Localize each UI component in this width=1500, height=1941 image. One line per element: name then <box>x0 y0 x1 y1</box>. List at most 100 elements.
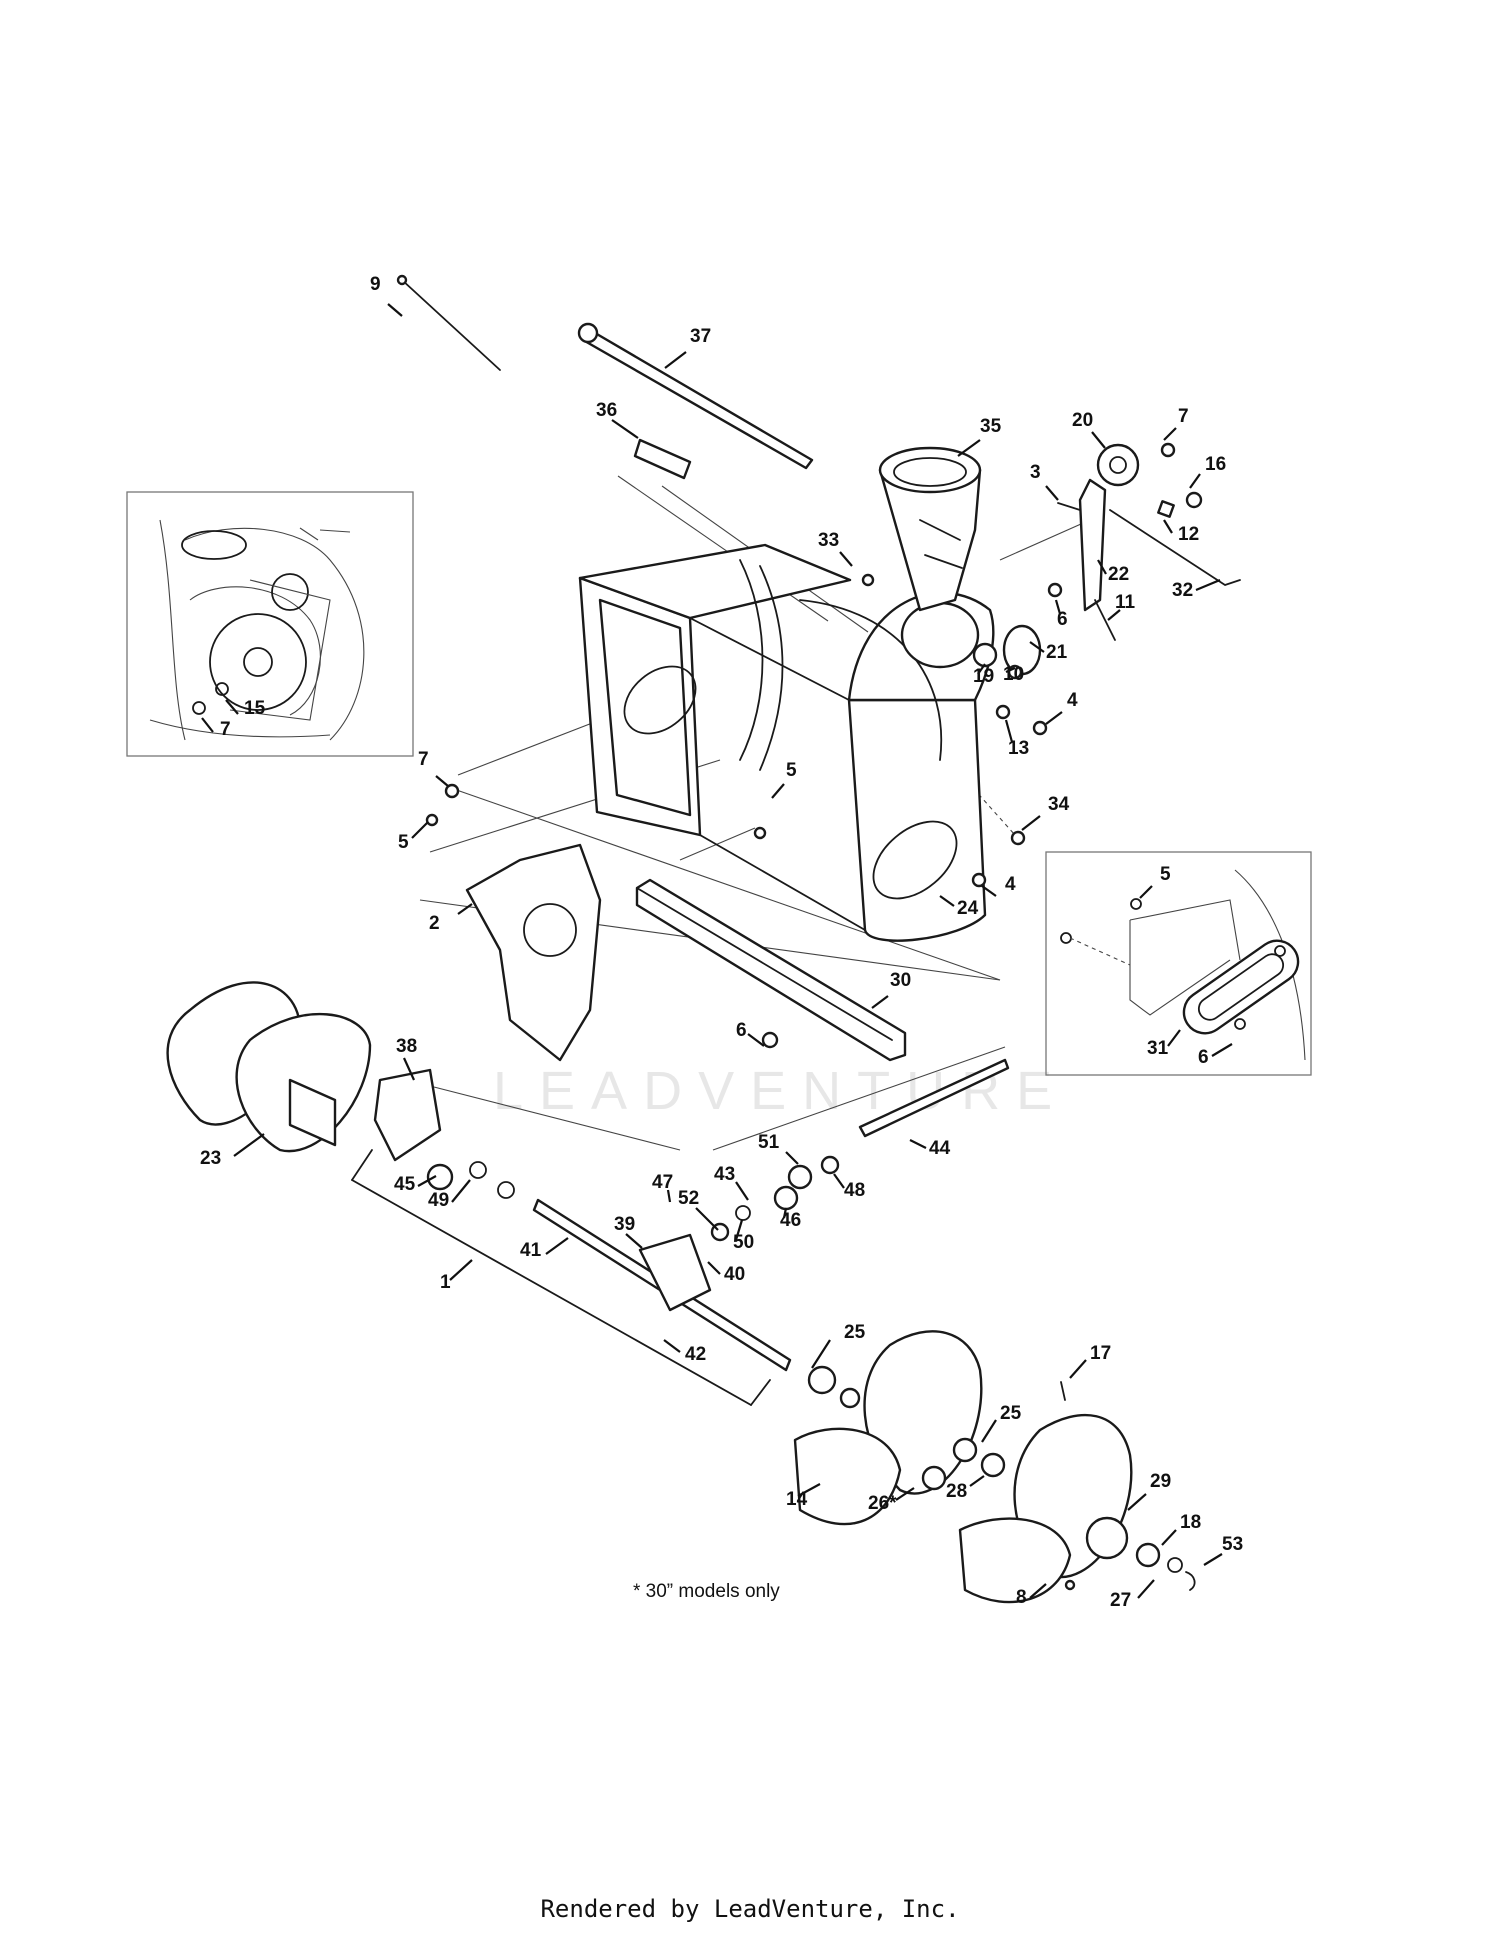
leader-line-32 <box>1195 578 1221 592</box>
callout-53: 53 <box>1222 1534 1243 1555</box>
leader-line-5c <box>1139 885 1153 899</box>
callout-3: 3 <box>1030 462 1041 483</box>
callout-35: 35 <box>980 416 1002 437</box>
leader-line-24 <box>939 895 955 907</box>
callout-5b: 5 <box>398 832 409 853</box>
chute-crank-rod <box>581 328 814 470</box>
leader-line-5b <box>411 821 429 839</box>
callout-30: 30 <box>890 970 911 991</box>
auger-housing <box>578 543 995 942</box>
callout-1: 1 <box>440 1272 451 1293</box>
callout-42: 42 <box>685 1344 706 1365</box>
leader-line-15 <box>225 699 239 715</box>
leader-line-28 <box>969 1475 985 1487</box>
crank-bracket <box>633 438 692 480</box>
leader-line-20 <box>1091 431 1106 449</box>
callout-36: 36 <box>596 400 617 421</box>
leader-line-36 <box>611 419 639 439</box>
leader-line-23 <box>233 1133 265 1157</box>
leader-line-31 <box>1167 1029 1181 1047</box>
assembly-guide-lines <box>419 475 1091 1151</box>
callout-46: 46 <box>780 1210 801 1231</box>
bearing-housing <box>373 1068 442 1162</box>
callout-37: 37 <box>690 326 711 347</box>
leader-line-48 <box>833 1173 845 1189</box>
callout-16: 16 <box>1205 454 1226 475</box>
right-auger-spiral-inner <box>793 1330 983 1526</box>
callout-33: 33 <box>818 530 839 551</box>
leader-line-2 <box>457 903 473 915</box>
callout-41: 41 <box>520 1240 542 1261</box>
callout-31: 31 <box>1147 1038 1169 1059</box>
callout-23: 23 <box>200 1148 221 1169</box>
callout-labels: 1234455566677789101112131415161718192021… <box>200 274 1243 1611</box>
callout-34: 34 <box>1048 794 1070 815</box>
leader-line-39 <box>625 1233 643 1249</box>
callout-5c: 5 <box>1160 864 1171 885</box>
leader-line-34 <box>1021 815 1041 831</box>
callout-7a: 7 <box>1178 406 1189 427</box>
callout-22: 22 <box>1108 564 1129 585</box>
callout-10: 10 <box>1003 664 1024 685</box>
leader-line-29 <box>1127 1493 1147 1511</box>
callout-12: 12 <box>1178 524 1199 545</box>
callout-6b: 6 <box>736 1020 747 1041</box>
leader-line-12 <box>1163 519 1173 534</box>
chute-tilt-rod <box>401 279 501 371</box>
callout-2: 2 <box>429 913 440 934</box>
callout-6c: 6 <box>1198 1047 1209 1068</box>
callout-51: 51 <box>758 1132 780 1153</box>
right-auger-spiral-outer <box>921 1413 1196 1604</box>
callout-50: 50 <box>733 1232 754 1253</box>
inset-detail-drive-belt <box>126 491 414 757</box>
callout-8: 8 <box>1016 1587 1027 1608</box>
inset-drive-assembly-sketch <box>149 519 365 741</box>
callout-5a: 5 <box>786 760 797 781</box>
leader-line-6a <box>1054 599 1062 615</box>
callout-47: 47 <box>652 1172 673 1193</box>
shave-plate <box>635 878 907 1062</box>
leader-line-51 <box>785 1151 799 1165</box>
leader-line-5a <box>771 783 785 799</box>
callout-13: 13 <box>1008 738 1029 759</box>
flange-bearing <box>426 1163 454 1191</box>
leader-line-10 <box>1005 666 1016 674</box>
leader-line-35 <box>957 439 981 457</box>
leader-line-49 <box>451 1179 471 1203</box>
leader-line-6b <box>747 1033 765 1047</box>
leader-line-43 <box>735 1181 749 1201</box>
callout-27: 27 <box>1110 1590 1131 1611</box>
callout-4a: 4 <box>1067 690 1078 711</box>
worm-shaft <box>858 1058 1010 1138</box>
leader-line-3 <box>1045 485 1059 501</box>
leader-line-9 <box>387 303 403 317</box>
callout-4b: 4 <box>1005 874 1016 895</box>
callout-7b: 7 <box>220 719 231 740</box>
leader-line-45 <box>417 1175 437 1187</box>
callout-6a: 6 <box>1057 609 1068 630</box>
leader-line-16 <box>1189 473 1201 489</box>
leader-line-21 <box>1029 641 1045 653</box>
leader-line-19 <box>977 663 986 675</box>
callout-28: 28 <box>946 1481 967 1502</box>
callout-25b: 25 <box>1000 1403 1022 1424</box>
callout-18: 18 <box>1180 1512 1201 1533</box>
leader-line-53 <box>1203 1553 1223 1566</box>
leader-line-7b <box>201 717 214 733</box>
callout-39: 39 <box>614 1214 635 1235</box>
leader-line-7c <box>435 775 449 787</box>
callout-26: 26* <box>868 1493 897 1514</box>
callout-44: 44 <box>929 1138 951 1159</box>
crank-rod-knob <box>577 322 599 344</box>
assembly-bracket <box>351 1179 752 1406</box>
leader-line-25a <box>811 1339 831 1369</box>
callout-9: 9 <box>370 274 381 295</box>
leader-line-42 <box>663 1339 681 1353</box>
idler-bracket <box>1078 478 1107 612</box>
callout-25a: 25 <box>844 1322 866 1343</box>
leader-line-52 <box>695 1207 719 1231</box>
callout-17: 17 <box>1090 1343 1111 1364</box>
leader-line-8 <box>1029 1583 1047 1599</box>
callout-40: 40 <box>724 1264 745 1285</box>
